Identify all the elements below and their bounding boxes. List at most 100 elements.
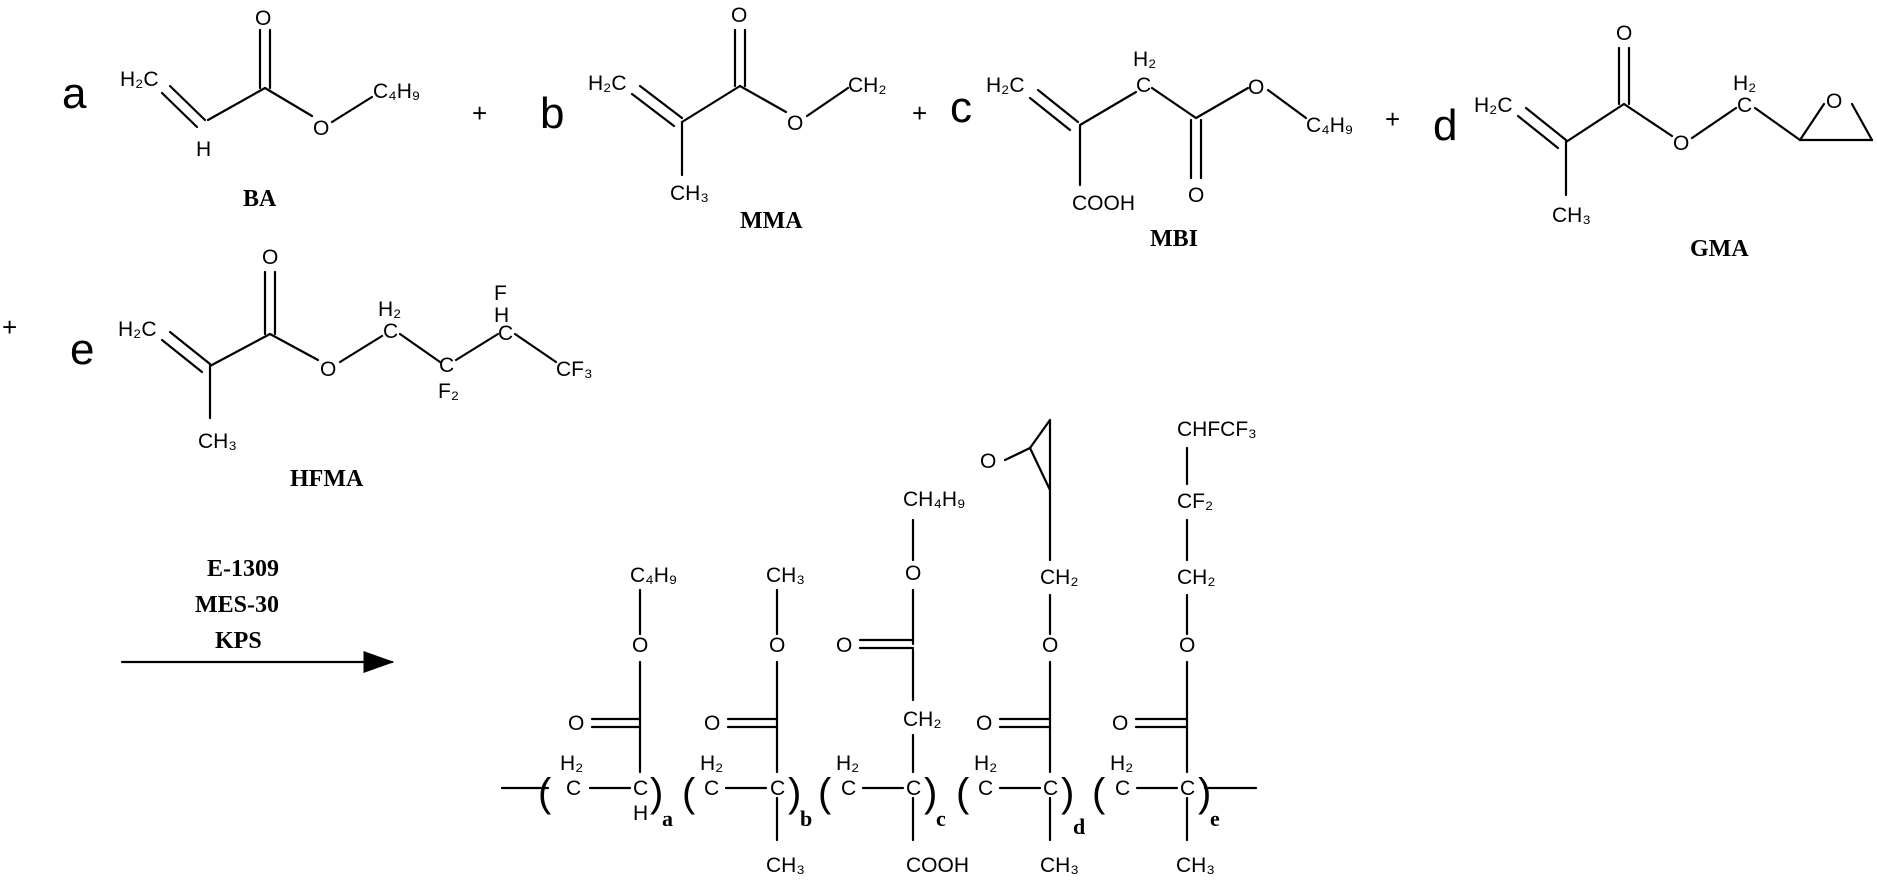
- poly-c-cooh: COOH: [906, 854, 969, 877]
- plus-2: +: [912, 98, 927, 128]
- mma-ch2: CH₂: [848, 74, 886, 97]
- hfma-h2c: H₂C: [118, 318, 156, 341]
- poly-subscript-c: c: [936, 806, 946, 831]
- gma-label: GMA: [1690, 236, 1749, 262]
- poly-e-ester-o: O: [1179, 634, 1195, 657]
- gma-epoxide-o: O: [1826, 90, 1842, 113]
- poly-a-c1: C: [566, 777, 581, 800]
- monomer-hfma: + e H₂C CH₃ O O H₂ C C F₂ F H C CF₃ HFMA: [2, 246, 593, 492]
- hfma-ch2-c: C: [383, 320, 398, 343]
- poly-d-h2: H₂: [974, 752, 997, 775]
- poly-c-carbonyl-o: O: [836, 634, 852, 657]
- mbi-h2: H₂: [1133, 48, 1156, 71]
- hfma-cf2-c: C: [439, 354, 454, 377]
- mbi-h2c: H₂C: [986, 74, 1024, 97]
- poly-a-ester-o: O: [632, 634, 648, 657]
- gma-ch2-c: C: [1737, 94, 1752, 117]
- poly-e-c1: C: [1115, 777, 1130, 800]
- coefficient-c: c: [950, 83, 972, 132]
- poly-e-ch3: CH₃: [1176, 854, 1215, 877]
- poly-c-c1: C: [841, 777, 856, 800]
- coefficient-a: a: [62, 69, 87, 118]
- gma-carbonyl-o: O: [1616, 22, 1632, 45]
- poly-c-ch4h9: CH₄H₉: [903, 488, 965, 511]
- reaction-arrow-group: E-1309 MES-30 KPS: [120, 556, 395, 673]
- poly-c-ch2: CH₂: [903, 708, 941, 731]
- poly-c-c2: C: [906, 777, 921, 800]
- poly-b-ch3-ester: CH₃: [766, 564, 805, 587]
- poly-b-carbonyl-o: O: [704, 712, 720, 735]
- poly-c-h2: H₂: [836, 752, 859, 775]
- poly-e-chfcf3: CHFCF₃: [1177, 418, 1257, 441]
- reagent-kps: KPS: [215, 628, 262, 654]
- poly-d-epoxide-o: O: [980, 450, 996, 473]
- plus-1: +: [472, 98, 487, 128]
- poly-subscript-b: b: [800, 806, 812, 831]
- mbi-ch2-c: C: [1136, 74, 1151, 97]
- monomer-ba: a H₂C H O O C₄H₉ BA: [62, 7, 420, 212]
- svg-text:(: (: [682, 771, 696, 815]
- hfma-f2: F₂: [438, 380, 459, 403]
- mbi-cooh: COOH: [1072, 192, 1135, 215]
- mma-ch3: CH₃: [670, 182, 709, 205]
- ba-h: H: [196, 138, 211, 161]
- poly-d-carbonyl-o: O: [976, 712, 992, 735]
- poly-e-carbonyl-o: O: [1112, 712, 1128, 735]
- mma-carbonyl-o: O: [731, 4, 747, 27]
- ba-carbonyl-o: O: [255, 7, 271, 30]
- coefficient-d: d: [1433, 101, 1457, 150]
- svg-text:): ): [788, 771, 801, 815]
- poly-b-h2: H₂: [700, 752, 723, 775]
- hfma-ester-o: O: [320, 358, 336, 381]
- gma-ch3: CH₃: [1552, 204, 1591, 227]
- poly-e-ch2: CH₂: [1177, 566, 1215, 589]
- mbi-c4h9: C₄H₉: [1306, 114, 1353, 137]
- poly-d-c2: C: [1043, 777, 1058, 800]
- poly-e-c2: C: [1180, 777, 1195, 800]
- mbi-label: MBI: [1150, 226, 1198, 252]
- poly-b-c1: C: [704, 777, 719, 800]
- hfma-ch3: CH₃: [198, 430, 237, 453]
- svg-text:(: (: [818, 771, 832, 815]
- poly-c-ester-o: O: [905, 562, 921, 585]
- hfma-chf-c: C: [498, 322, 513, 345]
- svg-text:): ): [924, 771, 937, 815]
- svg-text:): ): [1061, 771, 1074, 815]
- gma-h2: H₂: [1733, 72, 1756, 95]
- poly-b-ch3: CH₃: [766, 854, 805, 877]
- reagent-mes30: MES-30: [195, 592, 279, 618]
- poly-b-ester-o: O: [769, 634, 785, 657]
- monomer-mma: b H₂C CH₃ O O CH₂ MMA: [540, 4, 886, 234]
- poly-a-c2: C: [633, 777, 648, 800]
- hfma-cf3: CF₃: [556, 358, 593, 381]
- poly-d-ch2: CH₂: [1040, 566, 1078, 589]
- monomer-mbi: c H₂C COOH H₂ C O O C₄H₉ MBI: [950, 48, 1353, 252]
- gma-ester-o: O: [1673, 132, 1689, 155]
- poly-a-c4h9: C₄H₉: [630, 564, 677, 587]
- svg-text:(: (: [956, 771, 970, 815]
- poly-e-h2: H₂: [1110, 752, 1133, 775]
- mbi-carbonyl-o: O: [1188, 184, 1204, 207]
- poly-a-carbonyl-o: O: [568, 712, 584, 735]
- ba-c4h9: C₄H₉: [373, 80, 420, 103]
- reagent-e1309: E-1309: [207, 556, 279, 582]
- svg-text:(: (: [1092, 771, 1106, 815]
- hfma-f: F: [494, 282, 507, 305]
- hfma-h: H: [494, 304, 509, 327]
- poly-d-ch3: CH₃: [1040, 854, 1079, 877]
- polymer-product: ( H₂ C C H ) a O O C₄H₉ ( H₂ C C ) b CH₃…: [500, 418, 1258, 877]
- monomer-gma: d H₂C CH₃ O O H₂ C O GMA: [1433, 22, 1874, 262]
- poly-b-c2: C: [770, 777, 785, 800]
- hfma-carbonyl-o: O: [262, 246, 278, 269]
- plus-4: +: [2, 312, 17, 342]
- hfma-label: HFMA: [290, 466, 364, 492]
- coefficient-e: e: [70, 325, 94, 374]
- mma-label: MMA: [740, 208, 803, 234]
- poly-e-cf2: CF₂: [1177, 490, 1213, 513]
- ba-h2c: H₂C: [120, 68, 158, 91]
- hfma-h2: H₂: [378, 298, 401, 321]
- svg-text:(: (: [538, 771, 552, 815]
- poly-subscript-e: e: [1210, 806, 1220, 831]
- poly-subscript-a: a: [662, 806, 673, 831]
- poly-a-h: H: [633, 802, 648, 825]
